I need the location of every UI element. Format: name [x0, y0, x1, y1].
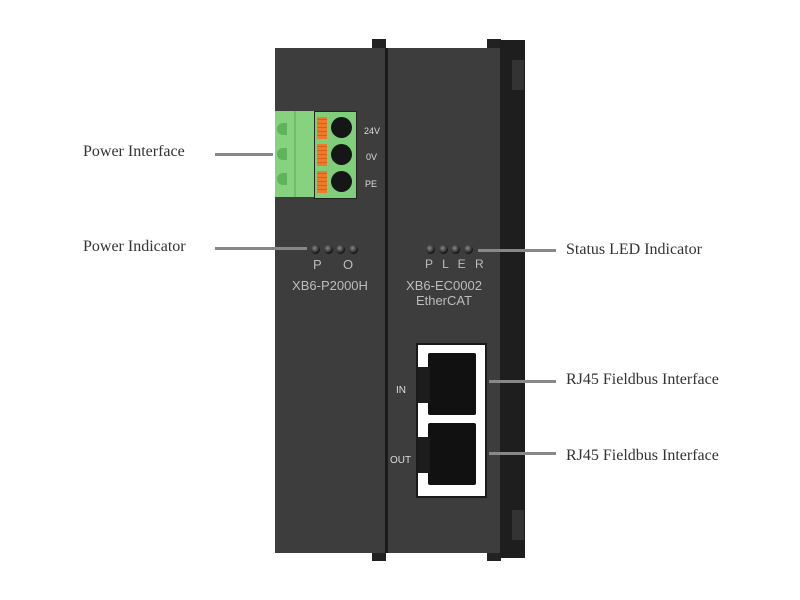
callout-rj45-in: RJ45 Fieldbus Interface: [566, 371, 719, 388]
led: [311, 245, 320, 254]
callout-rj45-out: RJ45 Fieldbus Interface: [566, 447, 719, 464]
terminal-label-24v: 24V: [364, 126, 381, 136]
port-label-in: IN: [396, 385, 406, 396]
power-connector[interactable]: [314, 111, 357, 199]
rail-detail: [512, 510, 524, 540]
coupler-protocol: EtherCAT: [415, 293, 473, 308]
module-divider: [385, 48, 388, 553]
callout-line: [478, 249, 556, 252]
rj45-block: [416, 343, 487, 498]
callout-line: [215, 153, 273, 156]
callout-line: [215, 247, 307, 250]
rj45-port-in[interactable]: [428, 353, 476, 415]
coupler-model: XB6-EC0002: [406, 278, 482, 293]
terminal-hole[interactable]: [331, 117, 352, 138]
led: [349, 245, 358, 254]
callout-line: [489, 452, 556, 455]
callout-power-interface: Power Interface: [83, 143, 185, 160]
release-tab[interactable]: [317, 144, 327, 166]
power-led-labels: P O: [313, 257, 363, 272]
terminal-hole[interactable]: [331, 171, 352, 192]
rj45-port-out[interactable]: [428, 423, 476, 485]
side-rail: [500, 40, 525, 558]
power-connector-plug: [275, 111, 315, 197]
terminal-label-pe: PE: [365, 179, 378, 189]
callout-status-led: Status LED Indicator: [566, 241, 702, 258]
led: [426, 245, 435, 254]
din-clip-bottom-right: [487, 550, 501, 561]
led: [336, 245, 345, 254]
port-latch: [418, 437, 430, 473]
led: [439, 245, 448, 254]
port-latch: [418, 367, 430, 403]
din-clip-bottom-left: [372, 550, 386, 561]
terminal-hole[interactable]: [331, 144, 352, 165]
callout-line: [489, 380, 556, 383]
status-led-labels: P L E R: [425, 257, 487, 271]
power-module-model: XB6-P2000H: [292, 278, 368, 293]
rail-detail: [512, 60, 524, 90]
led: [324, 245, 333, 254]
led: [464, 245, 473, 254]
terminal-label-0v: 0V: [366, 152, 378, 162]
led: [451, 245, 460, 254]
port-label-out: OUT: [390, 455, 412, 466]
release-tab[interactable]: [317, 117, 327, 139]
callout-power-indicator: Power Indicator: [83, 238, 186, 255]
release-tab[interactable]: [317, 171, 327, 193]
